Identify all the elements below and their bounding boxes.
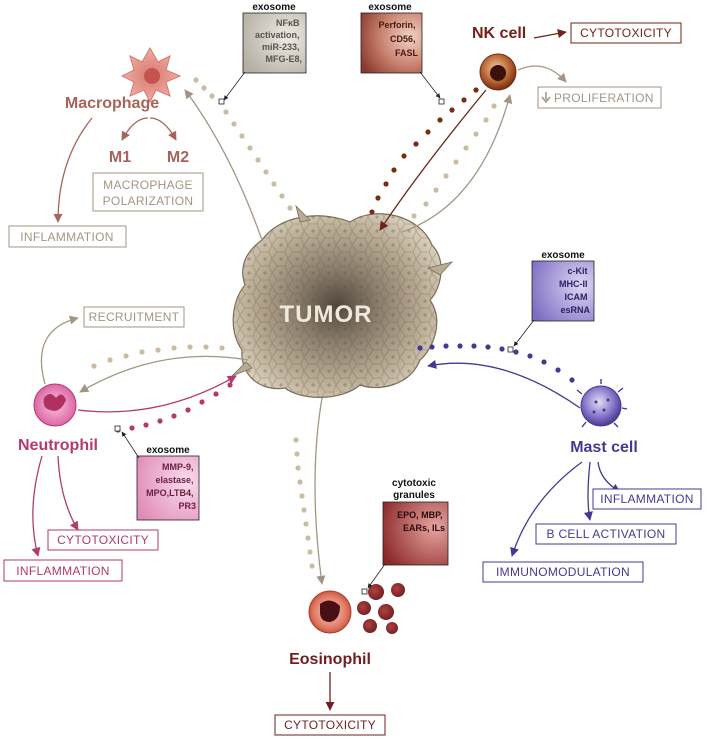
macrophage-group: Macrophage M1 M2 MACROPHAGE POLARIZATION… [8,2,307,248]
mast-b-cell-box [535,523,677,545]
macrophage-polarization-line2: POLARIZATION [103,194,194,208]
mast-exosome-line: MHC-II [559,279,588,289]
macrophage-m1-label: M1 [109,149,131,166]
macrophage-name: Macrophage [65,95,159,112]
tumor-label: TUMOR [280,301,373,328]
svg-text:NFκB activation, m: NFκB activation, miR-233, MFG-E8, [255,18,302,64]
eosinophil-name: Eosinophil [289,651,371,668]
mast-b-cell-label: B CELL ACTIVATION [547,527,666,541]
macrophage-exosome-title: exosome [252,2,296,13]
eosinophil-granules-line: EARs, ILs [403,523,445,533]
eosinophil-granules-icon [357,583,405,634]
eosinophil-granules-inset [382,501,449,566]
mast-exosome-line: esRNA [560,305,590,315]
neutrophil-cytotoxicity-label: CYTOTOXICITY [57,533,149,547]
mast-exosome-title: exosome [541,250,585,261]
eosinophil-group: Eosinophil CYTOTOXICITY cytotoxic granul… [274,397,449,736]
svg-text:EPO, MBP, EARs, ILs: EPO, MBP, EARs, ILs [397,510,445,533]
macrophage-inflammation-label: INFLAMMATION [20,230,113,244]
neutrophil-exosome-line: MMP-9, [162,462,194,472]
nk-exosome-dots [369,87,479,215]
macrophage-polarization-box [92,172,204,212]
neutrophil-inflammation-label: INFLAMMATION [16,564,109,578]
mast-cell-icon [580,385,622,427]
macrophage-exosome-line: miR-233, [262,42,300,52]
nk-group: NK cell CYTOTOXICITY PROLIFERATION exoso… [360,2,682,233]
nk-exosome-title: exosome [368,2,412,13]
neutrophil-exosome-title: exosome [146,445,190,456]
mast-group: Mast cell INFLAMMATION B CELL ACTIVATION… [417,250,702,583]
neutrophil-exosome-dots [115,382,233,433]
nk-exosome-line: Perforin, [378,20,415,30]
mast-exosome-line: ICAM [564,292,587,302]
neutrophil-exosome-inset [136,455,200,521]
eosinophil-granules-title-line1: cytotoxic [392,478,436,489]
mast-immunomodulation-label: IMMUNOMODULATION [496,565,630,579]
macrophage-polarization-line1: MACROPHAGE [103,178,193,192]
down-arrow-icon [541,92,551,104]
eosinophil-cytotoxicity-box [274,714,386,736]
mast-inflammation-label: INFLAMMATION [600,492,693,506]
nk-exosome-inset [360,12,423,74]
macrophage-exosome-line: NFκB [276,18,300,28]
neutrophil-recruitment-label: RECRUITMENT [89,310,180,324]
mast-exosome-line: c-Kit [567,266,587,276]
macrophage-exosome-line: activation, [255,30,300,40]
macrophage-exosome-dots [193,77,293,211]
neutrophil-exosome-line: PR3 [178,501,196,511]
eosinophil-granules-line: EPO, MBP, [397,510,442,520]
nk-cytotoxicity-label: CYTOTOXICITY [580,26,672,40]
eosinophil-granules-title-line2: granules [393,490,435,501]
tumor: TUMOR [231,204,454,398]
nk-exosome-line: CD56, [390,34,416,44]
mast-inflammation-box [592,488,702,510]
macrophage-exosome-inset [242,12,307,74]
neutrophil-exosome-line: MPO,LTB4, [146,488,193,498]
mast-exosome-dots [417,343,575,383]
nk-proliferation-label: PROLIFERATION [554,91,654,105]
macrophage-m2-label: M2 [167,149,189,166]
neutrophil-recruitment-box [83,306,185,328]
mast-immunomodulation-box [482,561,644,583]
mast-name: Mast cell [570,439,638,456]
nk-exosome-line: FASL [395,48,419,58]
neutrophil-exosome-line: elastase, [155,475,193,485]
macrophage-inflammation-box [8,225,127,248]
nk-cytotoxicity-box [570,22,682,44]
neutrophil-cytotoxicity-box [47,529,159,551]
mast-exosome-inset [531,260,595,322]
svg-text:MMP-9, elastase, M: MMP-9, elastase, MPO,LTB4, PR3 [146,462,196,511]
neutrophil-group: Neutrophil RECRUITMENT CYTOTOXICITY INFL… [3,306,249,582]
neutrophil-inflammation-box [3,559,123,582]
macrophage-exosome-line: MFG-E8, [265,54,302,64]
nk-name: NK cell [472,25,526,42]
eosinophil-cytotoxicity-label: CYTOTOXICITY [284,718,376,732]
svg-text:Perforin, CD56, FA: Perforin, CD56, FASL [378,20,418,58]
nk-proliferation-box [537,86,662,109]
svg-text:c-Kit MHC-II ICAM: c-Kit MHC-II ICAM esRNA [559,266,591,315]
neutrophil-name: Neutrophil [18,437,98,454]
